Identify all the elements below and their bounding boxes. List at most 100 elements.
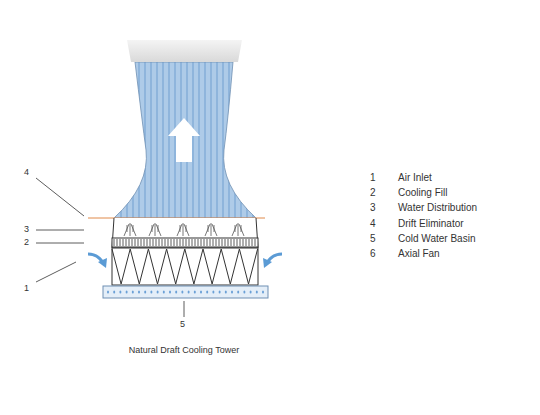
nozzle-stroke	[177, 224, 182, 236]
callout-number: 5	[180, 320, 185, 329]
fill-tick	[168, 239, 169, 246]
fill-tick	[165, 239, 166, 246]
part-name: Air Inlet	[398, 173, 432, 183]
fill-tick	[183, 239, 184, 246]
nozzle-stroke	[127, 225, 128, 232]
water-drop	[119, 290, 121, 293]
fill-tick	[210, 239, 211, 246]
fill-tick	[114, 239, 115, 246]
water-drop	[144, 290, 146, 293]
fill-tick	[213, 239, 214, 246]
callout-number: 5	[370, 234, 376, 244]
fill-tick	[243, 239, 244, 246]
fill-tick	[225, 239, 226, 246]
water-drop	[225, 290, 227, 293]
nozzle-stroke	[238, 223, 239, 236]
nozzle-stroke	[241, 225, 242, 232]
water-drop	[188, 290, 190, 293]
cooling-fill-grid	[114, 239, 255, 246]
airflow-arrow	[168, 118, 200, 162]
fill-tick	[123, 239, 124, 246]
fill-tick	[234, 239, 235, 246]
fill-tick	[246, 239, 247, 246]
nozzle-stroke	[124, 224, 129, 236]
fill-tick	[237, 239, 238, 246]
water-drop	[237, 290, 239, 293]
air-inlet-arrowhead	[263, 258, 272, 268]
water-drop	[175, 290, 177, 293]
callout-number: 1	[370, 173, 376, 183]
water-drop	[194, 290, 196, 293]
fill-tick	[174, 239, 175, 246]
water-drop	[206, 290, 208, 293]
callout-number: 6	[370, 249, 376, 259]
part-name: Axial Fan	[398, 249, 440, 259]
fill-tick	[186, 239, 187, 246]
tower-shell	[114, 62, 256, 218]
fill-tick	[138, 239, 139, 246]
fill-tick	[120, 239, 121, 246]
fill-tick	[144, 239, 145, 246]
fill-tick	[228, 239, 229, 246]
fill-tick	[204, 239, 205, 246]
nozzle-stroke	[184, 224, 189, 236]
nozzle-stroke	[131, 224, 136, 236]
fill-tick	[219, 239, 220, 246]
nozzle-stroke	[149, 224, 154, 236]
water-drop	[150, 290, 152, 293]
water-drop	[132, 290, 134, 293]
water-drop	[107, 290, 109, 293]
nozzle-stroke	[180, 225, 181, 232]
fill-tick	[132, 239, 133, 246]
nozzle-stroke	[156, 224, 161, 236]
water-drop	[219, 290, 221, 293]
air-inlet-arrowhead	[98, 258, 107, 268]
nozzle-stroke	[212, 224, 217, 236]
leader-line	[36, 243, 84, 244]
nozzle-stroke	[130, 223, 131, 236]
water-drop	[200, 290, 202, 293]
nozzle-stroke	[186, 225, 187, 232]
callout-number: 2	[24, 238, 29, 247]
cold-water-basin	[103, 286, 268, 298]
fill-tick	[177, 239, 178, 246]
fill-tick	[252, 239, 253, 246]
callout-number: 4	[24, 168, 29, 177]
fill-tick	[171, 239, 172, 246]
part-name: Water Distribution	[398, 203, 477, 213]
cooling-fill	[112, 238, 258, 247]
fill-tick	[207, 239, 208, 246]
callout-number: 3	[24, 225, 29, 234]
nozzle-stroke	[208, 225, 209, 232]
fill-tick	[162, 239, 163, 246]
nozzle-stroke	[158, 225, 159, 232]
nozzle-stroke	[232, 224, 237, 236]
nozzle-stroke	[211, 223, 212, 236]
fill-tick	[129, 239, 130, 246]
fill-tick	[255, 239, 256, 246]
fill-tick	[189, 239, 190, 246]
caption: Natural Draft Cooling Tower	[129, 346, 239, 355]
water-drop	[163, 290, 165, 293]
nozzle-stroke	[133, 225, 134, 232]
water-drops	[107, 290, 264, 293]
water-drop	[212, 290, 214, 293]
fill-tick	[195, 239, 196, 246]
part-name: Cooling Fill	[398, 188, 447, 198]
nozzle-stroke	[235, 225, 236, 232]
fill-tick	[240, 239, 241, 246]
fill-tick	[159, 239, 160, 246]
water-drop	[243, 290, 245, 293]
fill-tick	[147, 239, 148, 246]
fill-tick	[135, 239, 136, 246]
leader-line	[36, 230, 84, 231]
water-drop	[126, 290, 128, 293]
fill-tick	[126, 239, 127, 246]
fill-tick	[201, 239, 202, 246]
part-name: Drift Eliminator	[398, 219, 464, 229]
tower-top	[127, 40, 242, 62]
fill-tick	[180, 239, 181, 246]
nozzle-stroke	[183, 223, 184, 236]
nozzle-stroke	[152, 225, 153, 232]
fill-tick	[156, 239, 157, 246]
